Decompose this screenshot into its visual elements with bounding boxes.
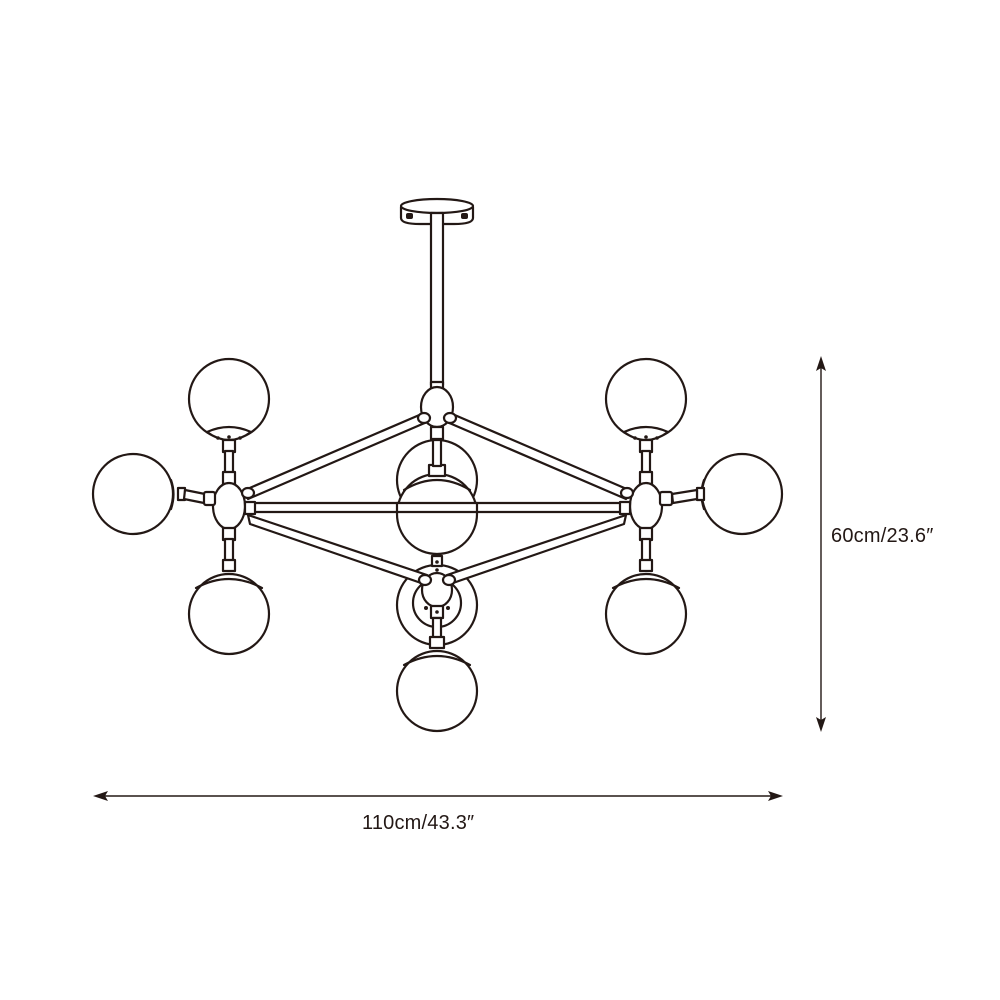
- top-hub: [416, 385, 458, 441]
- height-dimension-label: 60cm/23.6″: [831, 525, 934, 547]
- width-dimension-line: [93, 791, 783, 801]
- down-rod: [429, 211, 445, 390]
- arrow-right-icon: [768, 791, 783, 801]
- bottom-hub: [411, 554, 463, 650]
- height-dimension-line: [816, 356, 826, 732]
- left-cluster: [91, 357, 271, 656]
- arrow-down-icon: [816, 717, 826, 732]
- arrow-up-icon: [816, 356, 826, 371]
- width-dimension-label: 110cm/43.3″: [362, 812, 475, 834]
- arrow-left-icon: [93, 791, 108, 801]
- bottom-globe: [395, 649, 479, 733]
- center-globe: [395, 438, 479, 556]
- right-cluster: [604, 357, 784, 656]
